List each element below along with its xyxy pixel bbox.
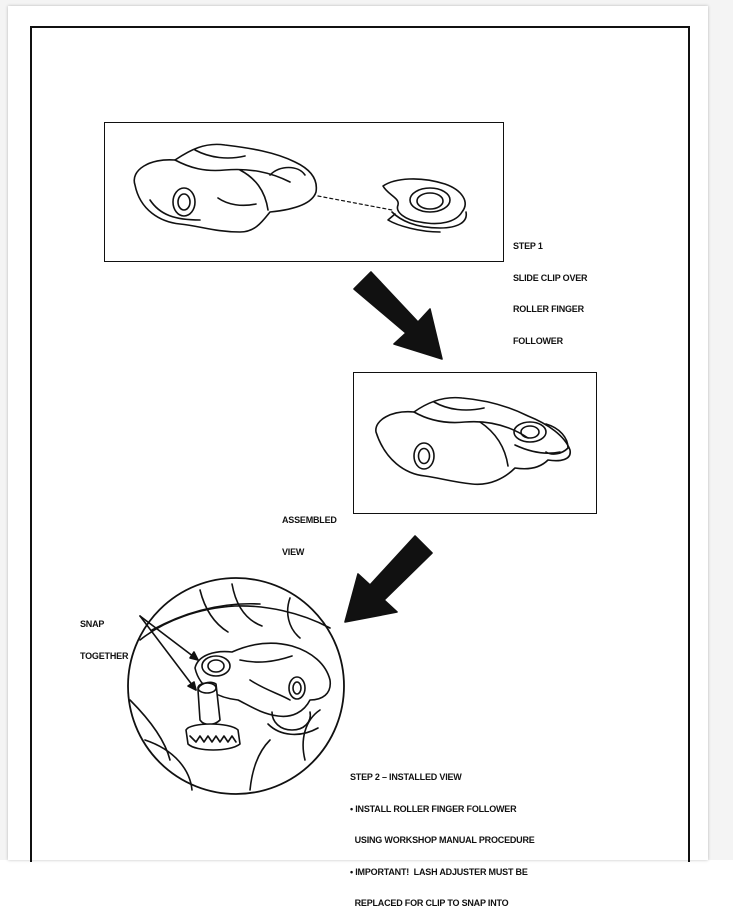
step2-line-3: • IMPORTANT! LASH ADJUSTER MUST BE (350, 866, 528, 877)
step1-heading: STEP 1 (513, 241, 543, 251)
step1-line-1: SLIDE CLIP OVER (513, 272, 588, 283)
assembled-line-2: VIEW (282, 546, 305, 557)
assembled-line-1: ASSEMBLED (282, 515, 337, 525)
arrow-down-left-2 (344, 535, 433, 623)
clip-drawing (382, 178, 467, 233)
snap-line-2: TOGETHER (80, 650, 129, 661)
step1-caption: STEP 1 SLIDE CLIP OVER ROLLER FINGER FOL… (513, 220, 588, 357)
step1-line-3: FOLLOWER (513, 335, 563, 346)
step2-caption: STEP 2 – INSTALLED VIEW • INSTALL ROLLER… (350, 751, 535, 919)
assembled-follower-drawing (375, 396, 571, 486)
illustration-drawings (127, 143, 571, 795)
step2-line-4: REPLACED FOR CLIP TO SNAP INTO (350, 898, 509, 908)
step2-heading: STEP 2 – INSTALLED VIEW (350, 772, 462, 782)
arrow-down-right-1 (353, 271, 443, 360)
roller-finger-follower-drawing (133, 143, 318, 233)
step2-line-1: • INSTALL ROLLER FINGER FOLLOWER (350, 803, 517, 814)
snap-line-1: SNAP (80, 619, 105, 629)
snap-together-caption: SNAP TOGETHER (80, 598, 128, 672)
snap-leader-line-2 (139, 615, 197, 691)
page-frame (30, 26, 690, 862)
assembled-view-caption: ASSEMBLED VIEW (282, 494, 337, 568)
snap-leader-line-1 (139, 615, 199, 661)
installed-view-circle-drawing (127, 577, 345, 795)
step1-line-2: ROLLER FINGER (513, 304, 584, 314)
step2-line-2: USING WORKSHOP MANUAL PROCEDURE (350, 835, 535, 845)
